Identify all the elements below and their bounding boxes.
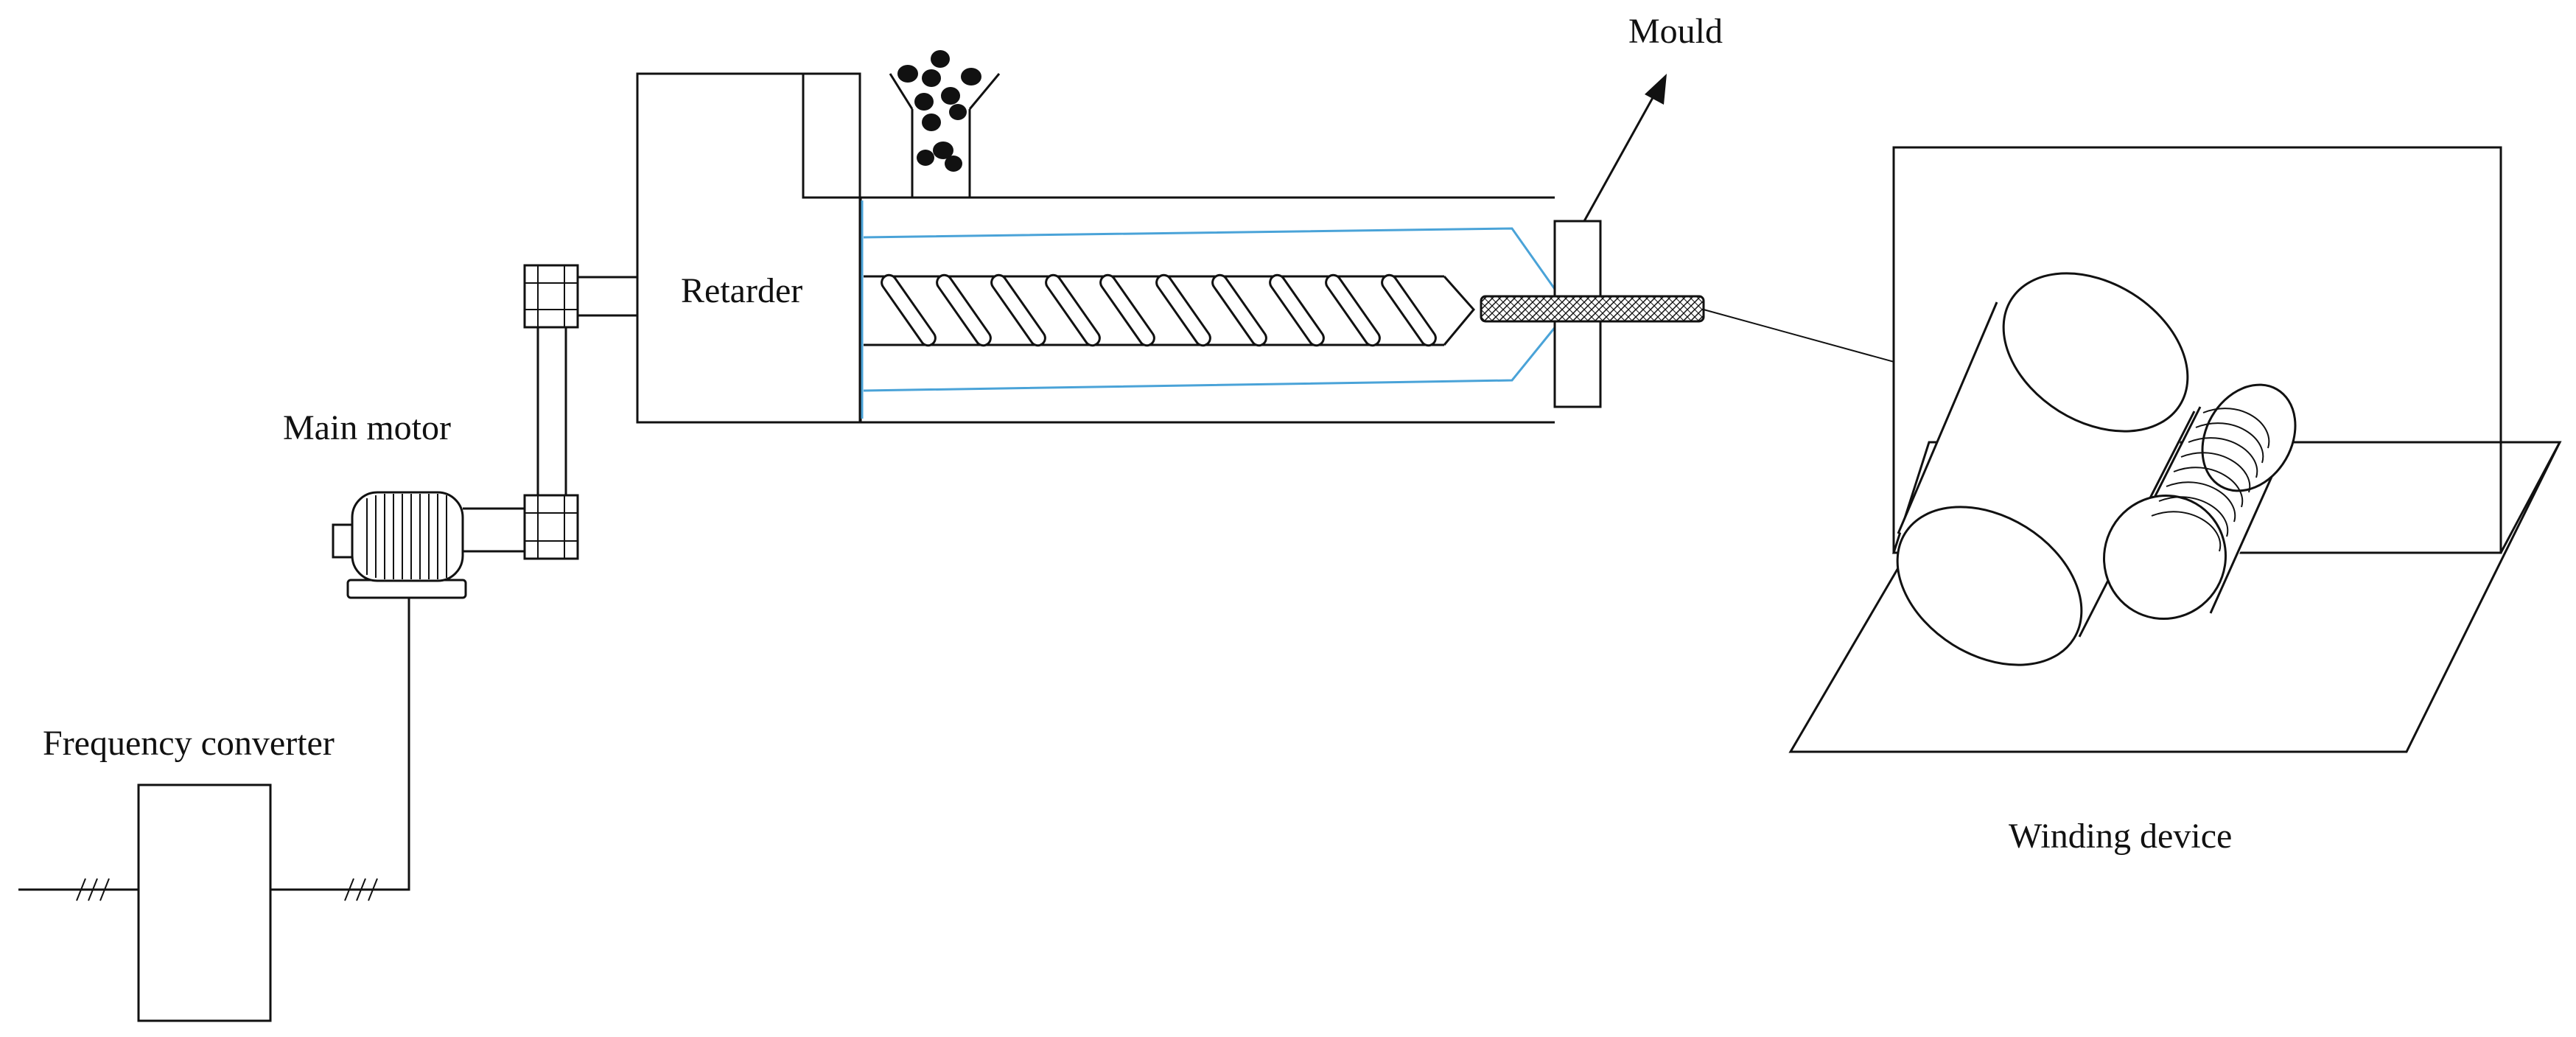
main-motor-label: Main motor xyxy=(283,408,451,447)
frequency-converter-label: Frequency converter xyxy=(43,724,335,763)
barrel-liner-top xyxy=(863,227,1558,292)
converter-to-motor-cable xyxy=(270,597,410,891)
retarder-label: Retarder xyxy=(681,271,802,310)
retarder xyxy=(636,72,861,424)
retarder-box xyxy=(636,72,861,424)
winding-base xyxy=(1788,441,2562,753)
mould-label: Mould xyxy=(1628,12,1723,51)
extrudate-rod xyxy=(1480,295,1705,323)
winding-device xyxy=(1788,146,2562,753)
belt-drive xyxy=(523,264,637,560)
motor-icon xyxy=(332,491,525,599)
spool-with-filament xyxy=(2102,383,2297,621)
extruder-screw-icon xyxy=(864,273,1475,347)
lower-pulley xyxy=(523,494,579,560)
winding-device-label: Winding device xyxy=(2009,817,2232,856)
frequency-converter xyxy=(18,597,410,1022)
mould xyxy=(1553,74,1667,408)
upper-pulley xyxy=(523,264,579,329)
barrel-liner-bottom xyxy=(863,325,1558,392)
hopper-with-pellets-icon xyxy=(889,50,1001,198)
three-phase-marker-icon xyxy=(76,878,110,901)
mould-arrow-line xyxy=(1583,88,1659,222)
extruder-barrel xyxy=(859,196,1558,424)
three-phase-marker-icon xyxy=(344,878,378,901)
frequency-converter-box xyxy=(137,783,272,1022)
arrow-head-icon xyxy=(1645,74,1667,105)
